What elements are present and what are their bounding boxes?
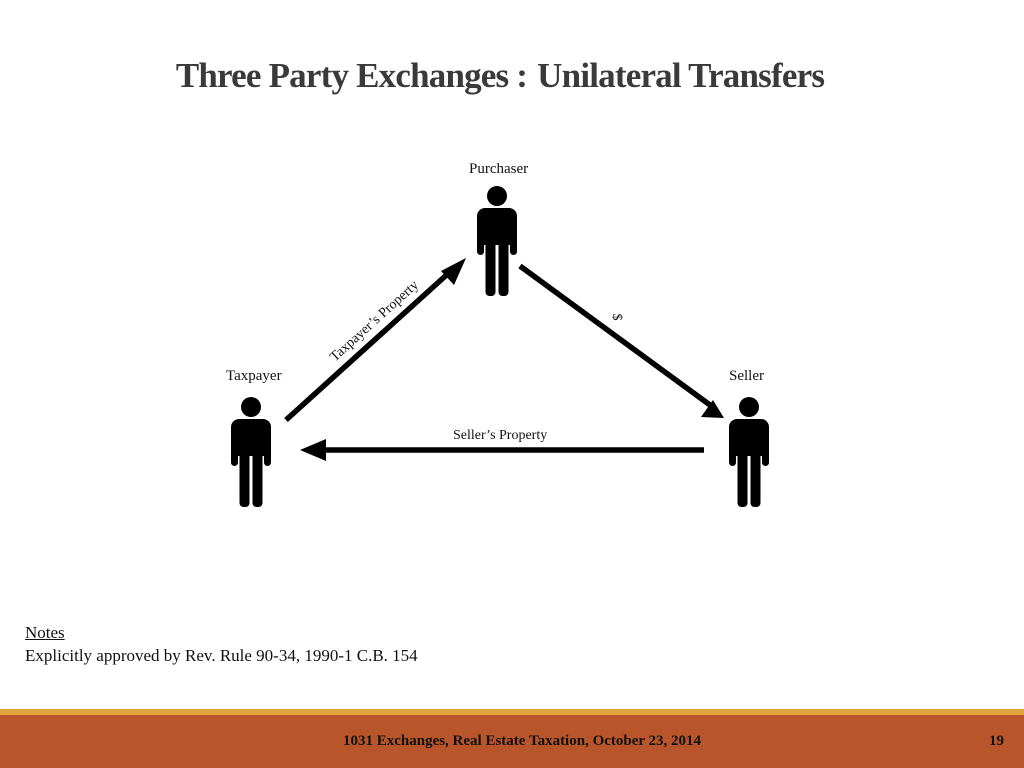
purchaser-person-icon bbox=[477, 186, 517, 296]
footer-accent-line bbox=[0, 709, 1024, 715]
notes-section: Notes Explicitly approved by Rev. Rule 9… bbox=[25, 621, 418, 667]
taxpayer-to-purchaser-arrow-icon bbox=[284, 258, 466, 423]
seller-property-flow-label: Seller’s Property bbox=[453, 428, 548, 443]
notes-text: Explicitly approved by Rev. Rule 90-34, … bbox=[25, 646, 418, 665]
taxpayer-property-flow-label: Taxpayer’s Property bbox=[327, 278, 421, 365]
footer-text: 1031 Exchanges, Real Estate Taxation, Oc… bbox=[342, 733, 702, 749]
footer-bar bbox=[0, 715, 1024, 768]
taxpayer-person-icon bbox=[231, 397, 271, 507]
exchange-diagram: Taxpayer’s Property $ bbox=[231, 186, 769, 507]
purchaser-to-seller-arrow-icon bbox=[518, 263, 724, 418]
notes-heading: Notes bbox=[25, 623, 65, 642]
purchaser-label: Purchaser bbox=[469, 161, 529, 177]
slide-title: Three Party Exchanges :Unilateral Transf… bbox=[0, 56, 1000, 96]
page-number: 19 bbox=[989, 733, 1004, 749]
seller-person-icon bbox=[729, 397, 769, 507]
taxpayer-label: Taxpayer bbox=[226, 368, 282, 384]
title-part-2: Unilateral Transfers bbox=[537, 56, 825, 95]
seller-label: Seller bbox=[729, 368, 764, 384]
title-part-1: Three Party Exchanges : bbox=[175, 56, 528, 95]
money-flow-label: $ bbox=[609, 314, 624, 321]
seller-to-taxpayer-arrow-icon bbox=[300, 439, 704, 461]
